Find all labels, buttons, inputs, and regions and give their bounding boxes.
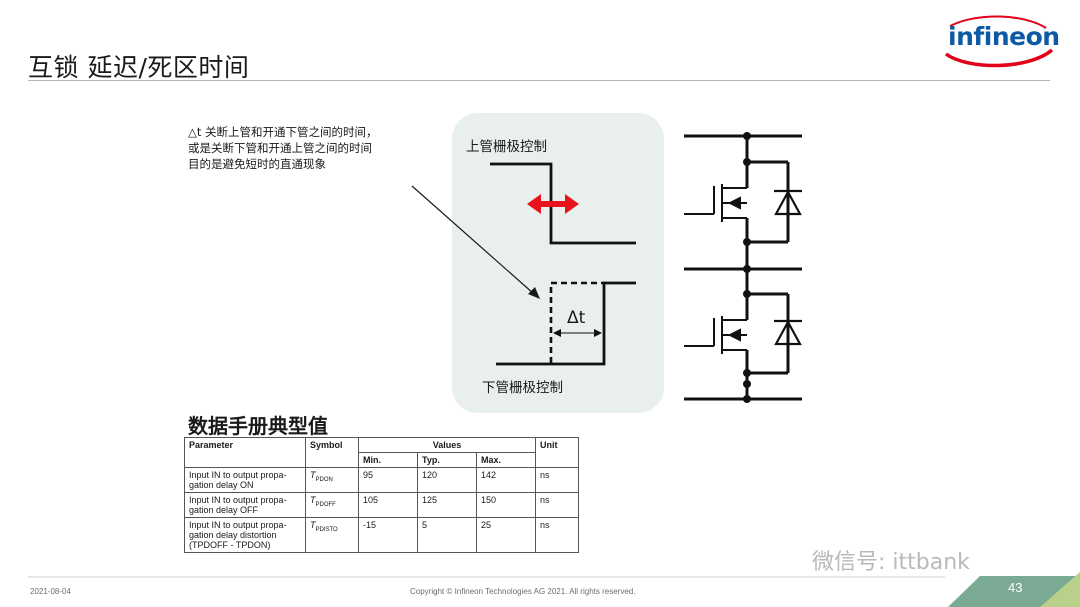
upper-mosfet (684, 184, 747, 222)
max-cell: 25 (476, 517, 536, 553)
symbol-cell: TPDOFF (305, 492, 359, 518)
logo-wordmark: infineon (948, 22, 1060, 51)
upper-gate-label: 上管栅极控制 (466, 139, 547, 155)
col-header-values: Values (358, 437, 536, 453)
lower-gate-waveform (496, 281, 636, 366)
col-header-unit: Unit (535, 437, 579, 468)
unit-cell: ns (535, 517, 579, 553)
symbol-cell: TPDON (305, 467, 359, 493)
note-line: 或是关断下管和开通上管之间的时间 (188, 141, 372, 155)
col-header-min: Min. (358, 452, 418, 468)
datasheet-table: Parameter Symbol Values Unit Min. Typ. M… (184, 437, 579, 553)
lower-mosfet (684, 316, 747, 354)
title-divider (28, 80, 1050, 81)
min-cell: 95 (358, 467, 418, 493)
delta-t-label: Δt (567, 308, 586, 328)
half-bridge-schematic (684, 134, 802, 401)
param-cell: Input IN to output propa-gation delay ON (184, 467, 306, 493)
param-cell: Input IN to output propa-gation delay OF… (184, 492, 306, 518)
infineon-logo (944, 15, 1054, 68)
footer-copyright: Copyright © Infineon Technologies AG 202… (410, 587, 636, 596)
note-line: 目的是避免短时的直通现象 (188, 157, 326, 171)
table-row: Input IN to output propa-gation delay OF… (184, 492, 579, 518)
col-header-symbol: Symbol (305, 437, 359, 468)
dashed-edge (549, 281, 604, 363)
col-header-typ: Typ. (417, 452, 477, 468)
min-cell: -15 (358, 517, 418, 553)
typ-cell: 120 (417, 467, 477, 493)
table-row: Input IN to output propa-gation delay di… (184, 517, 579, 553)
note-line: △t 关断上管和开通下管之间的时间， (188, 125, 378, 139)
symbol-cell: TPDISTO (305, 517, 359, 553)
typ-cell: 125 (417, 492, 477, 518)
wechat-watermark: 微信号: ittbank (812, 550, 970, 575)
max-cell: 150 (476, 492, 536, 518)
dead-time-note: △t 关断上管和开通下管之间的时间， 或是关断下管和开通上管之间的时间 目的是避… (188, 124, 378, 172)
max-cell: 142 (476, 467, 536, 493)
unit-cell: ns (535, 492, 579, 518)
lower-diode (774, 319, 802, 346)
col-header-parameter: Parameter (184, 437, 306, 468)
lower-gate-label: 下管栅极控制 (482, 380, 563, 396)
pointer-arrow (411, 185, 540, 299)
slide-title: 互锁 延迟/死区时间 (28, 53, 250, 82)
delta-t-dimension (553, 329, 602, 337)
page-number: 43 (1008, 580, 1023, 595)
col-header-max: Max. (476, 452, 536, 468)
unit-cell: ns (535, 467, 579, 493)
upper-diode (774, 189, 802, 216)
datasheet-heading: 数据手册典型值 (188, 414, 328, 438)
param-cell: Input IN to output propa-gation delay di… (184, 517, 306, 553)
table-row: Input IN to output propa-gation delay ON… (184, 467, 579, 493)
junction-dots (743, 132, 751, 403)
typ-cell: 5 (417, 517, 477, 553)
footer-date: 2021-08-04 (30, 587, 71, 596)
min-cell: 105 (358, 492, 418, 518)
corner-decoration (948, 572, 1080, 607)
red-double-arrow (527, 194, 579, 214)
